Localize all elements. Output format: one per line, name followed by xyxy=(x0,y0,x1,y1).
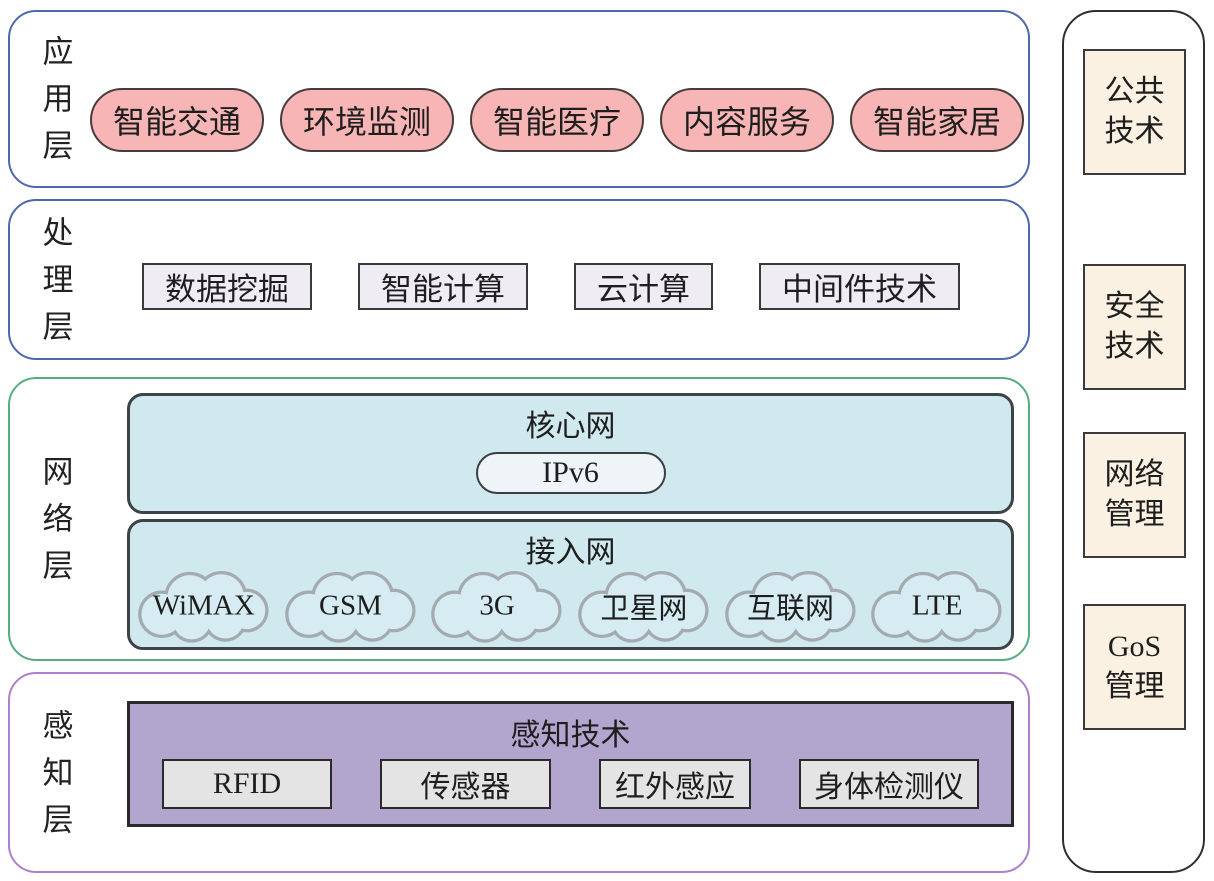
proc-box-data-mining: 数据挖掘 xyxy=(142,263,312,310)
cloud-wimax: WiMAX xyxy=(134,563,274,645)
sidebar-item-public-tech: 公共技术 xyxy=(1083,49,1186,175)
perception-tech-box: 感知技术 RFID 传感器 红外感应 身体检测仪 xyxy=(127,701,1014,827)
cloud-internet: 互联网 xyxy=(721,563,861,645)
app-pill-smart-home: 智能家居 xyxy=(850,88,1025,152)
perception-layer-label: 感知层 xyxy=(42,708,74,837)
proc-box-cloud-computing: 云计算 xyxy=(574,263,713,310)
cloud-gsm: GSM xyxy=(281,563,421,645)
app-pill-smart-medical: 智能医疗 xyxy=(470,88,645,152)
network-layer: 网络层 核心网 IPv6 接入网 WiMAX GSM 3G xyxy=(8,377,1030,661)
application-layer: 应用层 智能交通 环境监测 智能医疗 内容服务 智能家居 xyxy=(8,10,1030,188)
application-services-row: 智能交通 环境监测 智能医疗 内容服务 智能家居 xyxy=(89,88,1025,152)
ipv6-pill: IPv6 xyxy=(475,452,666,494)
access-network-clouds: WiMAX GSM 3G 卫星网 互联网 xyxy=(134,563,1007,645)
access-network-box: 接入网 WiMAX GSM 3G 卫星网 xyxy=(127,519,1014,650)
sidebar-item-network-management: 网络管理 xyxy=(1083,432,1186,558)
core-network-box: 核心网 IPv6 xyxy=(127,393,1014,514)
sidebar-item-security-tech: 安全技术 xyxy=(1083,264,1186,390)
device-box-body-detector: 身体检测仪 xyxy=(799,759,979,809)
core-network-title: 核心网 xyxy=(525,410,616,443)
device-box-infrared-sensing: 红外感应 xyxy=(599,759,751,809)
application-layer-label: 应用层 xyxy=(42,34,74,164)
app-pill-smart-transport: 智能交通 xyxy=(89,88,264,152)
app-pill-content-service: 内容服务 xyxy=(660,88,835,152)
proc-box-intelligent-computing: 智能计算 xyxy=(358,263,528,310)
processing-layer-label: 处理层 xyxy=(42,215,74,344)
network-layer-label: 网络层 xyxy=(42,454,74,584)
app-pill-environment-monitoring: 环境监测 xyxy=(279,88,454,152)
processing-tech-row: 数据挖掘 智能计算 云计算 中间件技术 xyxy=(142,263,988,310)
access-network-title: 接入网 xyxy=(525,536,616,569)
perception-devices-row: RFID 传感器 红外感应 身体检测仪 xyxy=(130,759,1011,809)
device-box-rfid: RFID xyxy=(162,759,332,809)
proc-box-middleware-tech: 中间件技术 xyxy=(759,263,960,310)
processing-layer: 处理层 数据挖掘 智能计算 云计算 中间件技术 xyxy=(8,199,1030,360)
common-tech-sidebar: 公共技术 安全技术 网络管理 GoS管理 xyxy=(1062,10,1205,873)
perception-layer: 感知层 感知技术 RFID 传感器 红外感应 身体检测仪 xyxy=(8,672,1030,873)
cloud-satellite-network: 卫星网 xyxy=(574,563,714,645)
cloud-3g: 3G xyxy=(427,563,567,645)
perception-tech-title: 感知技术 xyxy=(510,719,631,752)
device-box-sensor: 传感器 xyxy=(380,759,551,809)
sidebar-item-gos-management: GoS管理 xyxy=(1083,604,1186,730)
cloud-lte: LTE xyxy=(867,563,1007,645)
